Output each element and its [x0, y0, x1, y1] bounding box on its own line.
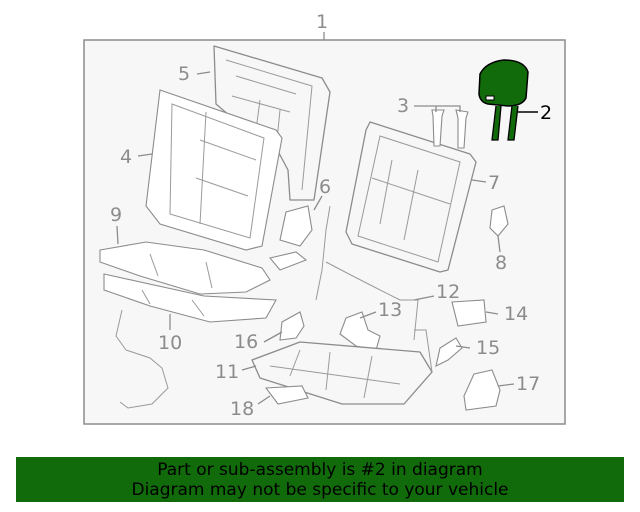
callout-4: 4	[120, 146, 132, 168]
parts-diagram: 1	[83, 11, 566, 425]
callout-5: 5	[178, 63, 190, 85]
callout-11: 11	[215, 361, 239, 383]
callout-15: 15	[476, 337, 500, 359]
callout-7: 7	[488, 172, 500, 194]
callout-3: 3	[397, 95, 409, 117]
part-2-headrest	[478, 59, 529, 141]
wiring-harness	[115, 309, 169, 409]
callout-13: 13	[378, 299, 402, 321]
part-7-seatback-panel	[345, 121, 477, 273]
callout-8: 8	[495, 252, 507, 274]
info-banner: Part or sub-assembly is #2 in diagram Di…	[16, 457, 624, 502]
callout-1: 1	[316, 11, 328, 33]
callout-14: 14	[504, 303, 528, 325]
callout-2: 2	[540, 102, 552, 124]
part-14-module	[451, 299, 487, 327]
banner-line-part: Part or sub-assembly is #2 in diagram	[157, 460, 483, 480]
part-8-cap	[489, 205, 509, 237]
callout-18: 18	[230, 398, 254, 420]
callout-10: 10	[158, 332, 182, 354]
part-6-latch-bracket	[269, 205, 313, 271]
part-4-seatback-cushion	[145, 89, 283, 251]
part-18-trim-plate	[264, 385, 309, 405]
part-9-seat-cushion-cover	[99, 241, 271, 295]
callout-12: 12	[436, 281, 460, 303]
callout-6: 6	[319, 176, 331, 198]
part-17-hinge-cover	[463, 369, 501, 411]
leader-lines	[116, 71, 538, 405]
part-12-cable	[315, 205, 419, 341]
part-5-seatback-frame	[213, 45, 331, 201]
part-13-latch	[339, 311, 381, 351]
banner-line-disclaimer: Diagram may not be specific to your vehi…	[131, 480, 509, 500]
callout-16: 16	[234, 331, 258, 353]
callout-9: 9	[110, 204, 122, 226]
part-16-trim	[279, 311, 305, 341]
part-3-bolts	[431, 109, 469, 149]
part-15-bracket	[435, 337, 463, 368]
callout-17: 17	[516, 373, 540, 395]
part-10-seat-cushion-pad	[103, 273, 277, 323]
